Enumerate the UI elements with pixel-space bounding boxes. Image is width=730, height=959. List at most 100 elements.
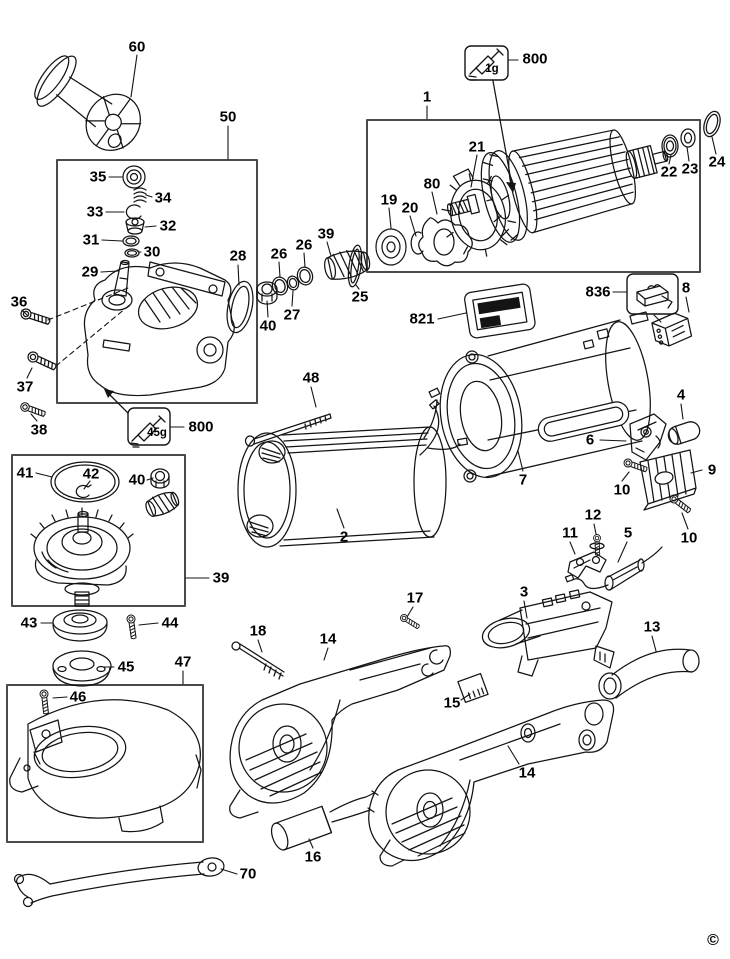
callout-40-nut-b: 40 [128,471,146,489]
callout-60-side-handle: 60 [128,38,146,56]
part-bearing-23 [680,128,696,148]
callout-6-brush-holder: 6 [585,431,595,449]
part-guard-47 [9,699,202,833]
part-washer-26a [271,276,289,296]
callout-15-label: 15 [443,694,461,712]
callout-44-screw: 44 [161,614,179,632]
part-baffle-80 [418,217,473,267]
callout-4-connector: 4 [676,386,686,404]
part-bearing-35 [122,165,146,189]
callout-5-cord-protector: 5 [623,524,633,542]
box-armature-1 [366,119,701,273]
callout-43-inner-flange: 43 [20,614,38,632]
callout-42-retaining-ring: 42 [82,465,100,483]
part-gear-assembly-39 [30,507,134,607]
part-bearing-19 [375,228,407,266]
alignment-dashed-lines [47,287,133,367]
part-connector-4 [667,421,701,445]
part-screw-17 [398,612,422,631]
callout-21-fan-baffle: 21 [468,138,486,156]
part-washer-27 [286,275,300,291]
callout-22-washer: 22 [660,163,678,181]
callout-9-vent-cover: 9 [707,461,717,479]
part-gearcase-housing [83,261,235,397]
callout-13-handle-grip: 13 [643,618,661,636]
callout-31-o-ring: 31 [82,231,100,249]
part-vent-cover-9 [639,449,697,511]
leader-lines [21,54,717,875]
part-screw-48 [244,413,332,447]
part-fan-baffle-21 [441,168,516,257]
part-handle-grip-13 [598,648,700,700]
callout-32-cap: 32 [159,217,177,235]
callout-29-pin: 29 [81,263,99,281]
part-nut-40a [256,281,278,305]
callout-35-bearing: 35 [89,168,107,186]
callout-80-baffle: 80 [423,175,441,193]
part-brush-holder-836 [626,273,679,315]
part-washer-22 [661,134,679,158]
callout-16-capacitor: 16 [304,848,322,866]
callout-10-screw-b: 10 [680,529,698,547]
part-field-2 [237,387,469,548]
callout-821-nameplate: 821 [409,310,435,328]
callout-50-gearcase-assembly-box: 50 [219,108,237,126]
callout-39-spindle-assembly-box: 39 [212,569,230,587]
callout-48-screw: 48 [302,369,320,387]
callout-11-cord-clamp: 11 [562,524,578,542]
part-label-15 [457,672,489,704]
part-screw-36 [19,307,52,328]
copyright-symbol: © [707,932,719,949]
callout-39-pinion: 39 [317,225,335,243]
callout-836-brush-holder-box: 836 [585,283,611,301]
callout-7-motor-housing: 7 [518,471,528,489]
part-housing-half-14b [368,699,615,867]
part-brush-holder-6 [629,413,667,461]
part-screw-10a [622,457,649,475]
callout-14-housing-half-a: 14 [319,630,337,648]
callout-28-ring: 28 [229,247,247,265]
callout-38-screw: 38 [30,421,48,439]
part-ring-30 [124,248,140,258]
part-wrench-70 [13,857,225,908]
part-armature [446,129,669,243]
callout-17-screw: 17 [406,589,424,607]
part-outer-flange-45 [52,650,112,687]
callout-1-armature-assembly-box: 1 [422,88,432,106]
box-guard-47 [6,684,204,843]
part-o-ring-25 [347,244,363,288]
callout-33-retaining-ring: 33 [86,203,104,221]
callout-18-screw: 18 [249,622,267,640]
callout-10-screw-a: 10 [613,481,631,499]
part-washer-26b [296,266,314,286]
part-ring-24 [703,110,721,138]
callout-800-grease-45g: 800 [188,418,214,436]
callout-47-guard-assembly-box: 47 [174,653,192,671]
part-screw-12 [589,533,605,557]
callout-800-grease-1g: 800 [522,50,548,68]
part-cord-protector-5 [564,546,663,591]
callout-25-o-ring: 25 [351,288,369,306]
callout-2-field: 2 [339,528,349,546]
callout-23-bearing: 23 [681,160,699,178]
part-switch-3 [481,589,615,677]
part-nameplate-821 [464,283,536,339]
part-inner-flange-43 [52,609,108,642]
callout-46-screw: 46 [69,688,87,706]
callout-40-nut-a: 40 [259,317,277,335]
part-o-ring-31 [122,235,140,247]
part-nut-40b [150,468,170,489]
assembly-boxes [6,119,701,843]
part-o-ring-41 [50,461,120,503]
part-pinion-sleeve-39 [145,491,180,517]
part-side-handle-60 [34,55,142,151]
callout-3-switch: 3 [519,583,529,601]
callout-41-o-ring: 41 [16,464,34,482]
callout-70-wrench: 70 [239,865,257,883]
part-retaining-ring-42 [75,484,92,499]
part-capacitor-16 [270,790,379,851]
part-screw-46 [39,689,51,715]
part-brush-8 [651,312,693,347]
callout-20-retaining-ring: 20 [401,199,419,217]
